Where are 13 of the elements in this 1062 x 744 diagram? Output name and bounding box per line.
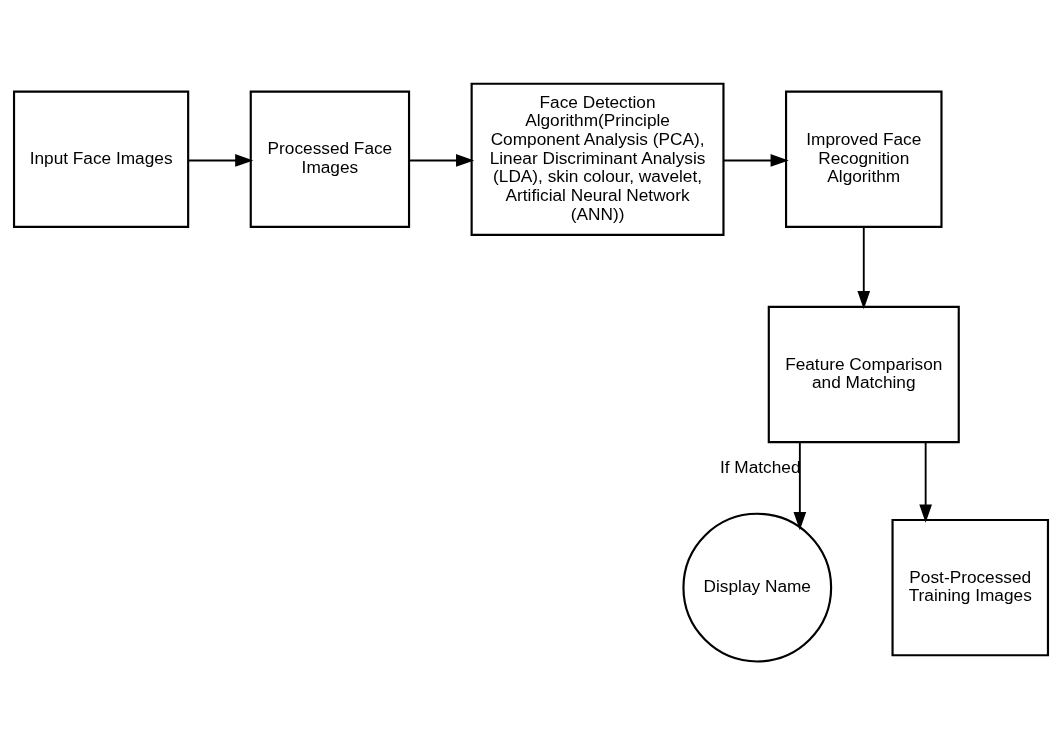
node-box: Processed Face Images	[249, 90, 411, 228]
node-box: Improved Face Recognition Algorithm	[784, 90, 943, 228]
arrow	[793, 441, 807, 530]
arrow	[919, 441, 932, 523]
node-box: Post-Processed Training Images	[891, 518, 1050, 656]
arrow	[857, 225, 871, 309]
arrow	[408, 153, 475, 167]
arrow	[187, 153, 254, 167]
arrow	[722, 153, 789, 167]
node-box: Face Detection Algorithm(Principle Component Analysis (PCA), Linear Discriminant Analysis (LDA), skin colour, wavelet, Artificial Neural Network (ANN))	[470, 82, 725, 236]
node-box: Feature Comparison and Matching	[767, 305, 960, 443]
node-box: Input Face Images	[12, 90, 190, 228]
edge-label: If Matched	[720, 456, 801, 477]
